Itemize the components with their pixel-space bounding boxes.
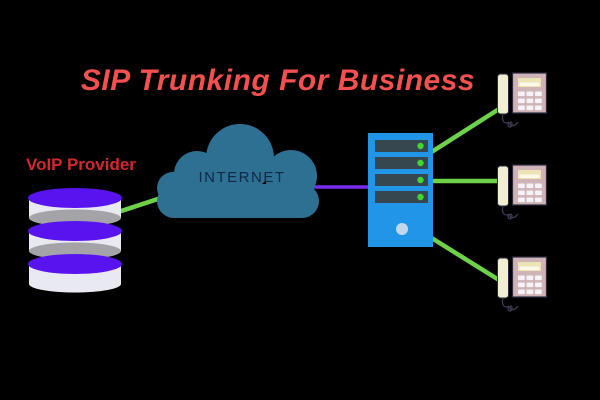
database-disk xyxy=(28,221,122,260)
internet-label: INTERNET xyxy=(198,169,286,186)
desk-phone-icon xyxy=(496,164,548,220)
led-indicators xyxy=(417,142,424,201)
desk-phone-icon xyxy=(496,72,548,128)
server-slot xyxy=(375,174,428,186)
database-disk xyxy=(28,188,122,227)
server-slot xyxy=(375,191,428,203)
server-slot xyxy=(375,157,428,169)
line-server-phone-3 xyxy=(428,235,501,282)
diagram-title: SIP Trunking For Business xyxy=(80,64,476,97)
database-disk xyxy=(28,254,122,293)
power-button-icon xyxy=(396,223,408,235)
cloud-icon xyxy=(157,124,319,218)
line-server-phone-1 xyxy=(428,107,501,155)
database-icon xyxy=(28,188,122,293)
voip-provider-label: VoIP Provider xyxy=(26,155,136,174)
server-icon xyxy=(368,133,433,247)
desk-phone-icon xyxy=(496,256,548,312)
server-slot xyxy=(375,140,428,152)
